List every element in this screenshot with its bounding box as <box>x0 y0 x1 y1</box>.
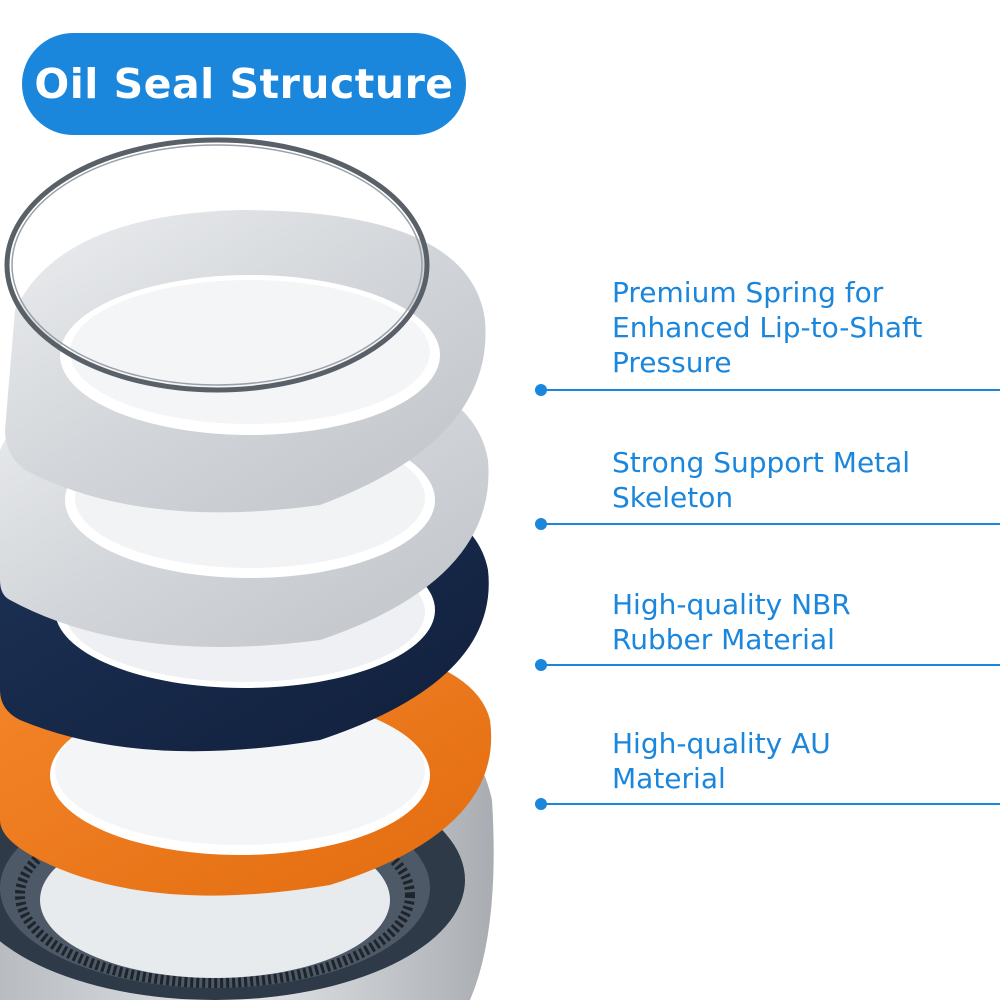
metal-washer-ring <box>5 210 486 513</box>
callout-line: Enhanced Lip-to-Shaft <box>612 311 923 344</box>
callout-line: High-quality NBR <box>612 588 851 621</box>
callout-line: Material <box>612 762 726 795</box>
callout-line: High-quality AU <box>612 727 831 760</box>
leader-line <box>541 803 1000 805</box>
page-title: Oil Seal Structure <box>34 60 454 108</box>
callout-line: Rubber Material <box>612 623 835 656</box>
leader-dot <box>535 384 547 396</box>
leader-line <box>541 664 1000 666</box>
leader-line <box>541 389 1000 391</box>
leader-dot <box>535 518 547 530</box>
callout-line: Pressure <box>612 346 732 379</box>
callout-line: Skeleton <box>612 481 734 514</box>
leader-dot <box>535 659 547 671</box>
spring-ring <box>4 137 430 393</box>
callout-line: Strong Support Metal <box>612 446 911 479</box>
callout-label-au: High-quality AU Material <box>612 726 831 796</box>
callout-label-nbr: High-quality NBR Rubber Material <box>612 587 851 657</box>
leader-line <box>541 523 1000 525</box>
callout-line: Premium Spring for <box>612 276 884 309</box>
callout-label-skeleton: Strong Support Metal Skeleton <box>612 445 910 515</box>
callout-label-spring: Premium Spring for Enhanced Lip-to-Shaft… <box>612 275 922 380</box>
leader-dot <box>535 798 547 810</box>
title-badge: Oil Seal Structure <box>22 33 466 135</box>
